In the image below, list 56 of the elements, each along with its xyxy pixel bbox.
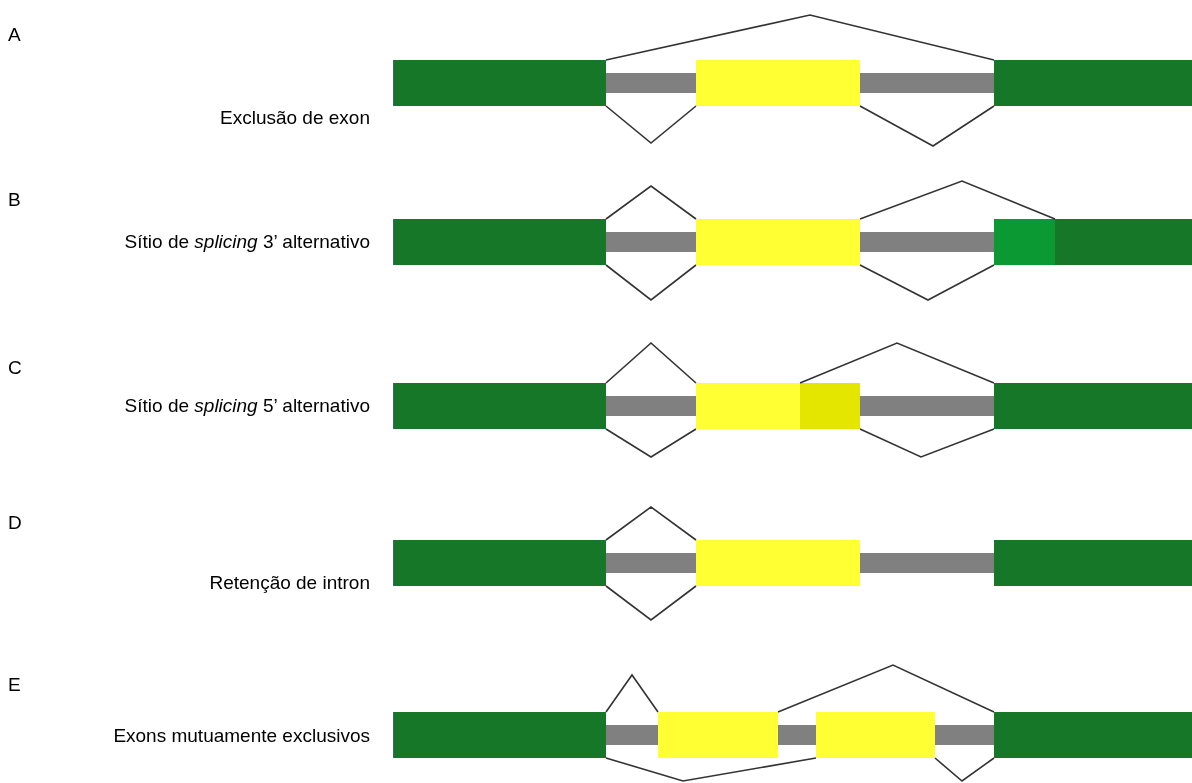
splice-line xyxy=(859,105,995,147)
intron-bar xyxy=(606,73,696,93)
event-label: Sítio de splicing 5’ alternativo xyxy=(124,395,370,417)
exon-box xyxy=(1055,219,1192,265)
splice-line xyxy=(605,506,697,541)
panel-letter: A xyxy=(8,24,21,46)
panel-letter: D xyxy=(8,512,22,534)
intron-bar xyxy=(606,396,696,416)
event-label: Retenção de intron xyxy=(209,572,370,594)
splice-line xyxy=(605,185,697,220)
exon-box xyxy=(696,219,860,265)
intron-bar xyxy=(860,553,994,573)
exon-box xyxy=(393,383,606,429)
splice-line xyxy=(605,105,697,145)
exon-box xyxy=(800,383,860,429)
exon-box xyxy=(816,712,935,758)
exon-box xyxy=(696,60,860,106)
event-label: Exons mutuamente exclusivos xyxy=(113,725,370,747)
splice-line xyxy=(605,14,995,61)
exon-box xyxy=(393,712,606,758)
intron-bar xyxy=(860,73,994,93)
splice-line xyxy=(605,585,697,621)
splice-line xyxy=(934,757,995,782)
splice-line xyxy=(605,264,697,301)
splice-line xyxy=(605,757,817,782)
panel-letter: C xyxy=(8,357,22,379)
exon-box xyxy=(994,712,1192,758)
exon-box xyxy=(393,60,606,106)
event-label: Sítio de splicing 3’ alternativo xyxy=(124,231,370,253)
splice-line xyxy=(605,673,659,713)
exon-box xyxy=(393,540,606,586)
intron-bar xyxy=(606,553,696,573)
event-label: Exclusão de exon xyxy=(220,107,370,129)
splice-line xyxy=(605,428,697,458)
exon-box xyxy=(994,383,1192,429)
intron-bar xyxy=(606,232,696,252)
exon-box xyxy=(393,219,606,265)
panel-letter: E xyxy=(8,674,21,696)
intron-bar xyxy=(935,725,994,745)
exon-box xyxy=(696,383,800,429)
exon-box xyxy=(994,540,1192,586)
splice-line xyxy=(859,180,1056,220)
splice-line xyxy=(605,341,697,384)
exon-box xyxy=(658,712,778,758)
intron-bar xyxy=(860,232,994,252)
splice-line xyxy=(859,264,995,301)
intron-bar xyxy=(860,396,994,416)
exon-box xyxy=(994,60,1192,106)
exon-box xyxy=(696,540,860,586)
intron-bar xyxy=(778,725,816,745)
intron-bar xyxy=(606,725,658,745)
panel-letter: B xyxy=(8,189,21,211)
exon-box xyxy=(994,219,1055,265)
splice-line xyxy=(799,342,995,384)
splice-line xyxy=(859,428,995,458)
splice-line xyxy=(777,664,995,713)
